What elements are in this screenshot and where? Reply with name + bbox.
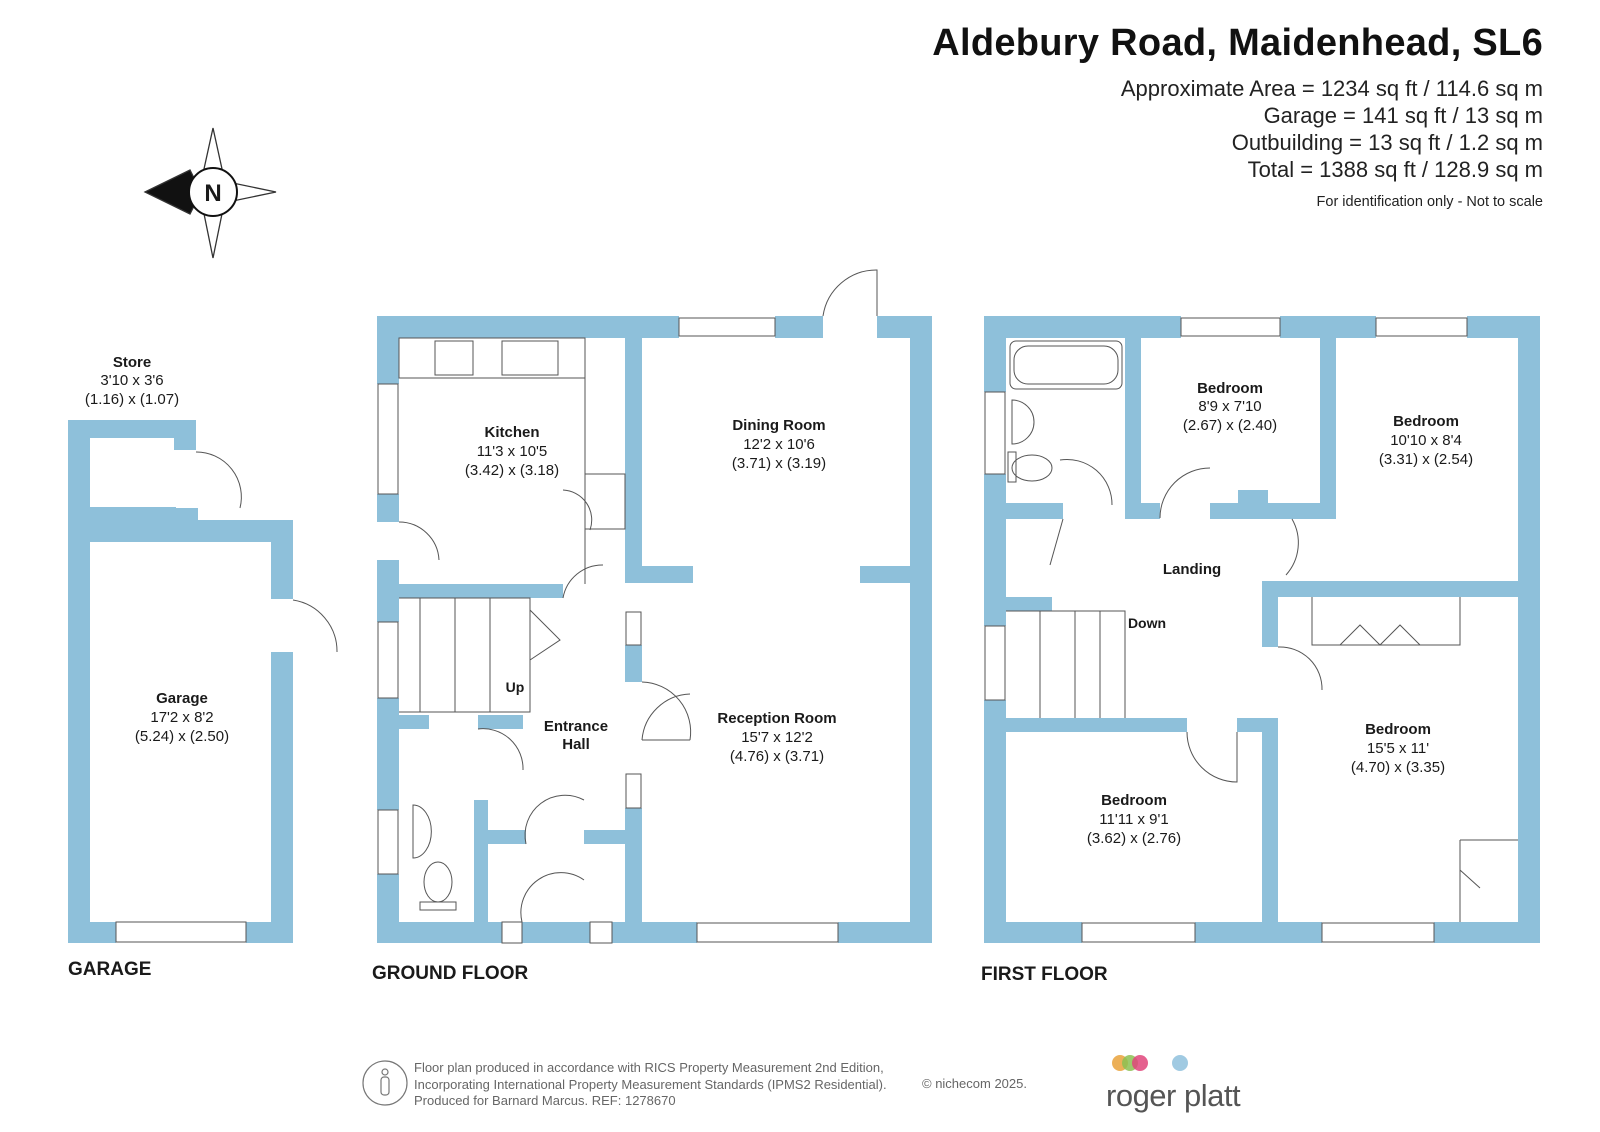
brand-logo-icon <box>1112 1055 1188 1071</box>
garage-area: Garage = 141 sq ft / 13 sq m <box>1263 103 1543 128</box>
disclaimer: For identification only - Not to scale <box>1316 194 1543 210</box>
hall-name-line2: Hall <box>562 736 590 753</box>
bedroom-1-dim-m: (2.67) x (2.40) <box>1183 417 1277 434</box>
total-area: Total = 1388 sq ft / 128.9 sq m <box>1247 157 1543 182</box>
bedroom-4-dim-ft: 11'11 x 9'1 <box>1099 811 1168 828</box>
reception-name: Reception Room <box>717 710 836 727</box>
bedroom-3-name: Bedroom <box>1365 721 1431 738</box>
dining-dim-m: (3.71) x (3.19) <box>732 455 826 472</box>
outbuilding-area: Outbuilding = 13 sq ft / 1.2 sq m <box>1231 130 1543 155</box>
garage-walls <box>68 420 293 943</box>
footer-line-1: Floor plan produced in accordance with R… <box>414 1060 884 1075</box>
garage-dim-m: (5.24) x (2.50) <box>135 728 229 745</box>
compass-icon <box>143 127 277 259</box>
store-dim-ft: 3'10 x 3'6 <box>100 372 163 389</box>
bedroom-4-dim-m: (3.62) x (2.76) <box>1087 830 1181 847</box>
reception-dim-ft: 15'7 x 12'2 <box>741 729 813 746</box>
store-dim-m: (1.16) x (1.07) <box>85 391 179 408</box>
brand-name: roger platt <box>1106 1078 1241 1113</box>
ground-floor-walls <box>377 316 932 943</box>
footer-line-3: Produced for Barnard Marcus. REF: 127867… <box>414 1093 676 1108</box>
bedroom-1-name: Bedroom <box>1197 380 1263 397</box>
garage-name: Garage <box>156 690 208 707</box>
bedroom-1-dim-ft: 8'9 x 7'10 <box>1198 398 1261 415</box>
dining-name: Dining Room <box>732 417 825 434</box>
compass-letter: N <box>204 180 221 207</box>
bedroom-2-dim-m: (3.31) x (2.54) <box>1379 451 1473 468</box>
footer-statement: Floor plan produced in accordance with R… <box>414 1060 887 1110</box>
bedroom-2-name: Bedroom <box>1393 413 1459 430</box>
rics-badge-icon <box>362 1060 408 1106</box>
copyright: © nichecom 2025. <box>922 1076 1027 1091</box>
floor-label-ground: GROUND FLOOR <box>372 963 528 984</box>
bedroom-4-name: Bedroom <box>1101 792 1167 809</box>
bedroom-3-dim-m: (4.70) x (3.35) <box>1351 759 1445 776</box>
kitchen-name: Kitchen <box>484 424 539 441</box>
garage-dim-ft: 17'2 x 8'2 <box>150 709 213 726</box>
store-name: Store <box>113 354 151 371</box>
landing-name: Landing <box>1163 561 1221 578</box>
property-title: Aldebury Road, Maidenhead, SL6 <box>932 22 1543 64</box>
footer-line-2: Incorporating International Property Mea… <box>414 1076 887 1092</box>
stairs-up-label: Up <box>506 679 525 695</box>
dining-dim-ft: 12'2 x 10'6 <box>743 436 815 453</box>
kitchen-dim-m: (3.42) x (3.18) <box>465 462 559 479</box>
floor-label-garage: GARAGE <box>68 959 151 980</box>
approximate-area: Approximate Area = 1234 sq ft / 114.6 sq… <box>1120 76 1543 101</box>
kitchen-dim-ft: 11'3 x 10'5 <box>477 443 548 460</box>
floor-label-first: FIRST FLOOR <box>981 964 1108 985</box>
first-floor-walls <box>984 316 1540 943</box>
reception-dim-m: (4.76) x (3.71) <box>730 748 824 765</box>
hall-name-line1: Entrance <box>544 718 608 735</box>
bedroom-3-dim-ft: 15'5 x 11' <box>1367 740 1429 757</box>
bedroom-2-dim-ft: 10'10 x 8'4 <box>1390 432 1462 449</box>
stairs-down-label: Down <box>1128 615 1166 631</box>
